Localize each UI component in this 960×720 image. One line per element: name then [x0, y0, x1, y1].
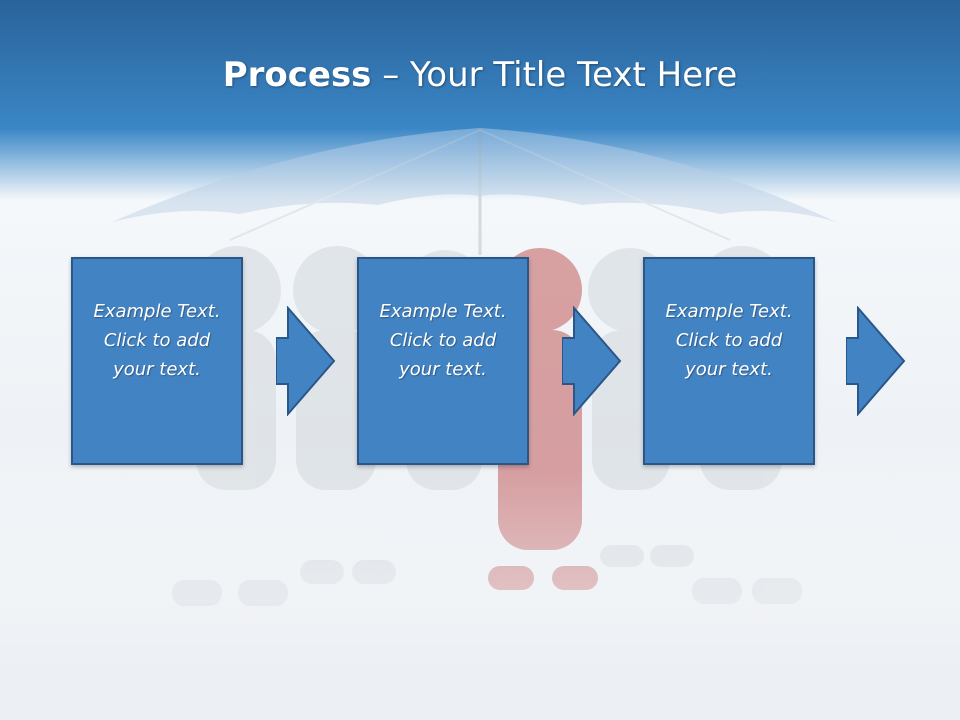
process-step-2-text: Example Text. Click to add your text.	[379, 300, 507, 380]
title-bold: Process	[222, 55, 372, 95]
title-rest: – Your Title Text Here	[371, 55, 738, 95]
process-step-3-text: Example Text. Click to add your text.	[665, 300, 793, 380]
process-step-1[interactable]: Example Text. Click to add your text.	[71, 257, 243, 465]
process-step-3[interactable]: Example Text. Click to add your text.	[643, 257, 815, 465]
arrow-right-icon	[276, 306, 336, 416]
arrow-right-icon	[562, 306, 622, 416]
process-step-2[interactable]: Example Text. Click to add your text.	[357, 257, 529, 465]
arrow-right-icon	[846, 306, 906, 416]
slide-title[interactable]: Process – Your Title Text Here	[0, 52, 960, 98]
process-step-1-text: Example Text. Click to add your text.	[93, 300, 221, 380]
